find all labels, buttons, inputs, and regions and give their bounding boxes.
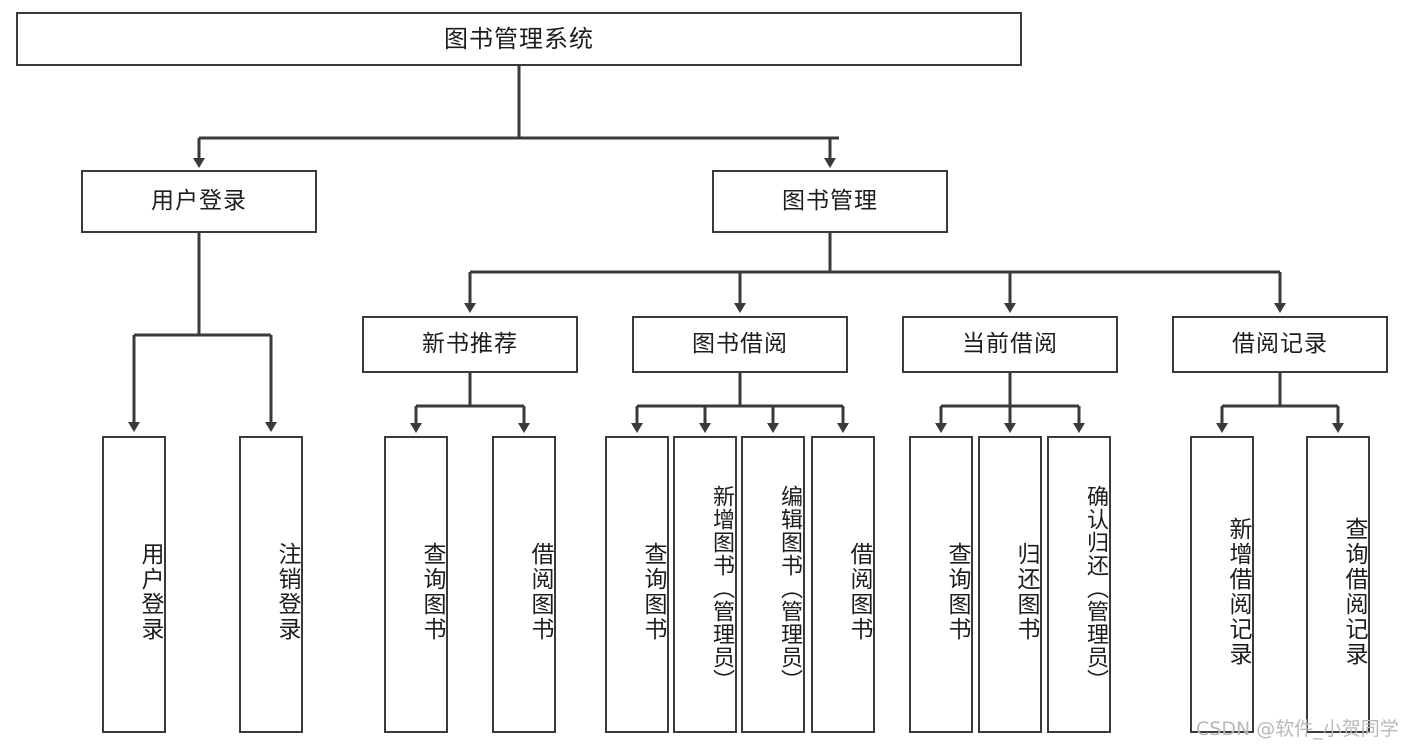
leaf-user-login[interactable]: 用户登录	[102, 436, 166, 733]
leaf-edit-book-admin[interactable]: 编辑图书（管理员）	[741, 436, 805, 733]
leaf-add-book-admin[interactable]: 新增图书（管理员）	[673, 436, 737, 733]
leaf-add-borrow-record[interactable]: 新增借阅记录	[1190, 436, 1254, 733]
leaf-query-book-current[interactable]: 查询图书	[909, 436, 973, 733]
node-book-management[interactable]: 图书管理	[712, 170, 948, 233]
leaf-borrow-book[interactable]: 借阅图书	[811, 436, 875, 733]
leaf-confirm-return-admin[interactable]: 确认归还（管理员）	[1047, 436, 1111, 733]
leaf-return-book[interactable]: 归还图书	[978, 436, 1042, 733]
leaf-logout[interactable]: 注销登录	[239, 436, 303, 733]
node-borrow-record[interactable]: 借阅记录	[1172, 316, 1388, 373]
node-root-book-management-system[interactable]: 图书管理系统	[16, 12, 1022, 66]
node-new-book-recommend[interactable]: 新书推荐	[362, 316, 578, 373]
node-user-login[interactable]: 用户登录	[81, 170, 317, 233]
leaf-query-book-recommend[interactable]: 查询图书	[384, 436, 448, 733]
node-book-borrow[interactable]: 图书借阅	[632, 316, 848, 373]
csdn-watermark: CSDN @软件_小贺同学	[1196, 718, 1399, 740]
leaf-query-book-borrow[interactable]: 查询图书	[605, 436, 669, 733]
leaf-borrow-book-recommend[interactable]: 借阅图书	[492, 436, 556, 733]
node-current-borrow[interactable]: 当前借阅	[902, 316, 1118, 373]
leaf-query-borrow-record[interactable]: 查询借阅记录	[1306, 436, 1370, 733]
